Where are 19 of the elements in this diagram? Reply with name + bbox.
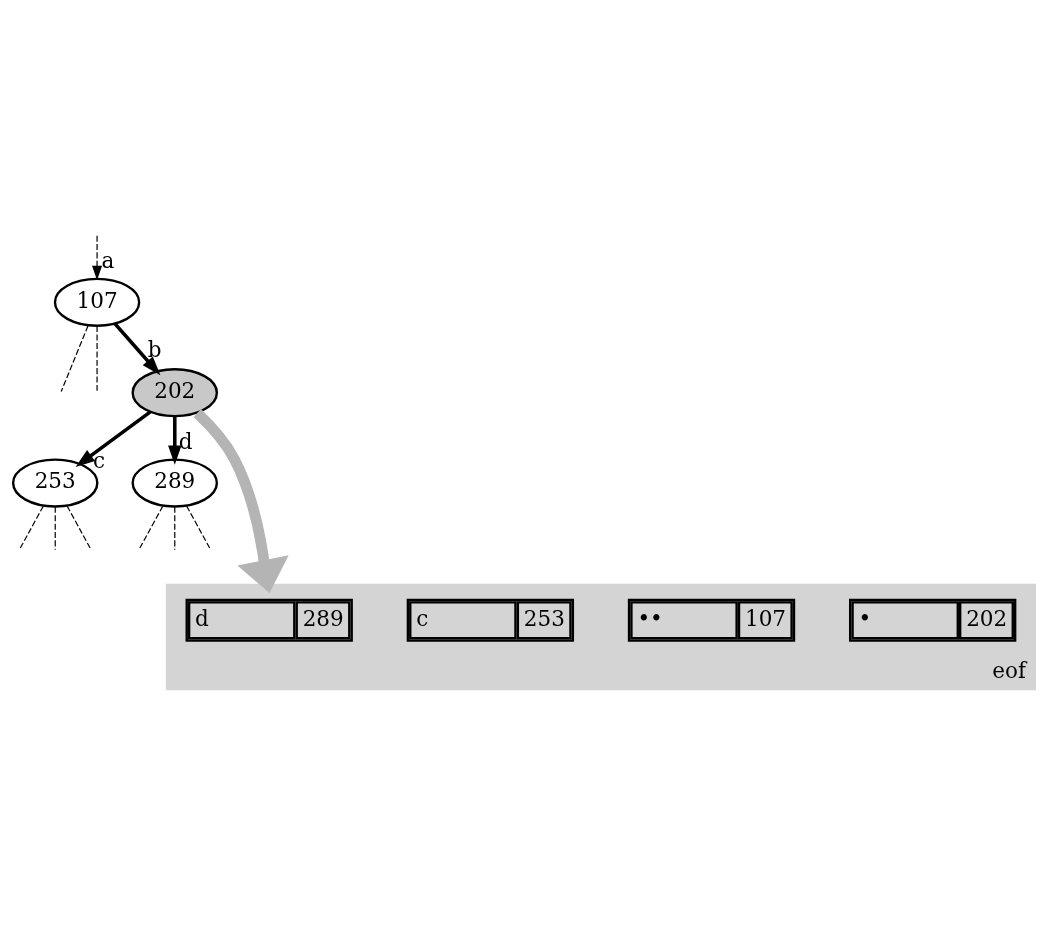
connector xyxy=(186,505,212,551)
edge-label: b xyxy=(147,337,162,363)
node-ellipse: 107 xyxy=(53,277,141,327)
connector xyxy=(66,505,92,551)
node-ellipse: 202 xyxy=(131,368,219,418)
arrow xyxy=(75,410,152,467)
arrow xyxy=(168,416,182,465)
arrow xyxy=(113,322,161,376)
node-ellipse: 289 xyxy=(131,458,219,508)
edge-label: d xyxy=(178,428,193,454)
connector xyxy=(96,325,98,392)
connector xyxy=(54,506,56,551)
connector xyxy=(18,505,44,551)
arrow xyxy=(193,409,289,593)
arrow xyxy=(92,235,103,281)
connector xyxy=(60,325,89,392)
connector xyxy=(138,505,164,551)
connector xyxy=(174,506,176,551)
edge-label: a xyxy=(101,247,115,273)
